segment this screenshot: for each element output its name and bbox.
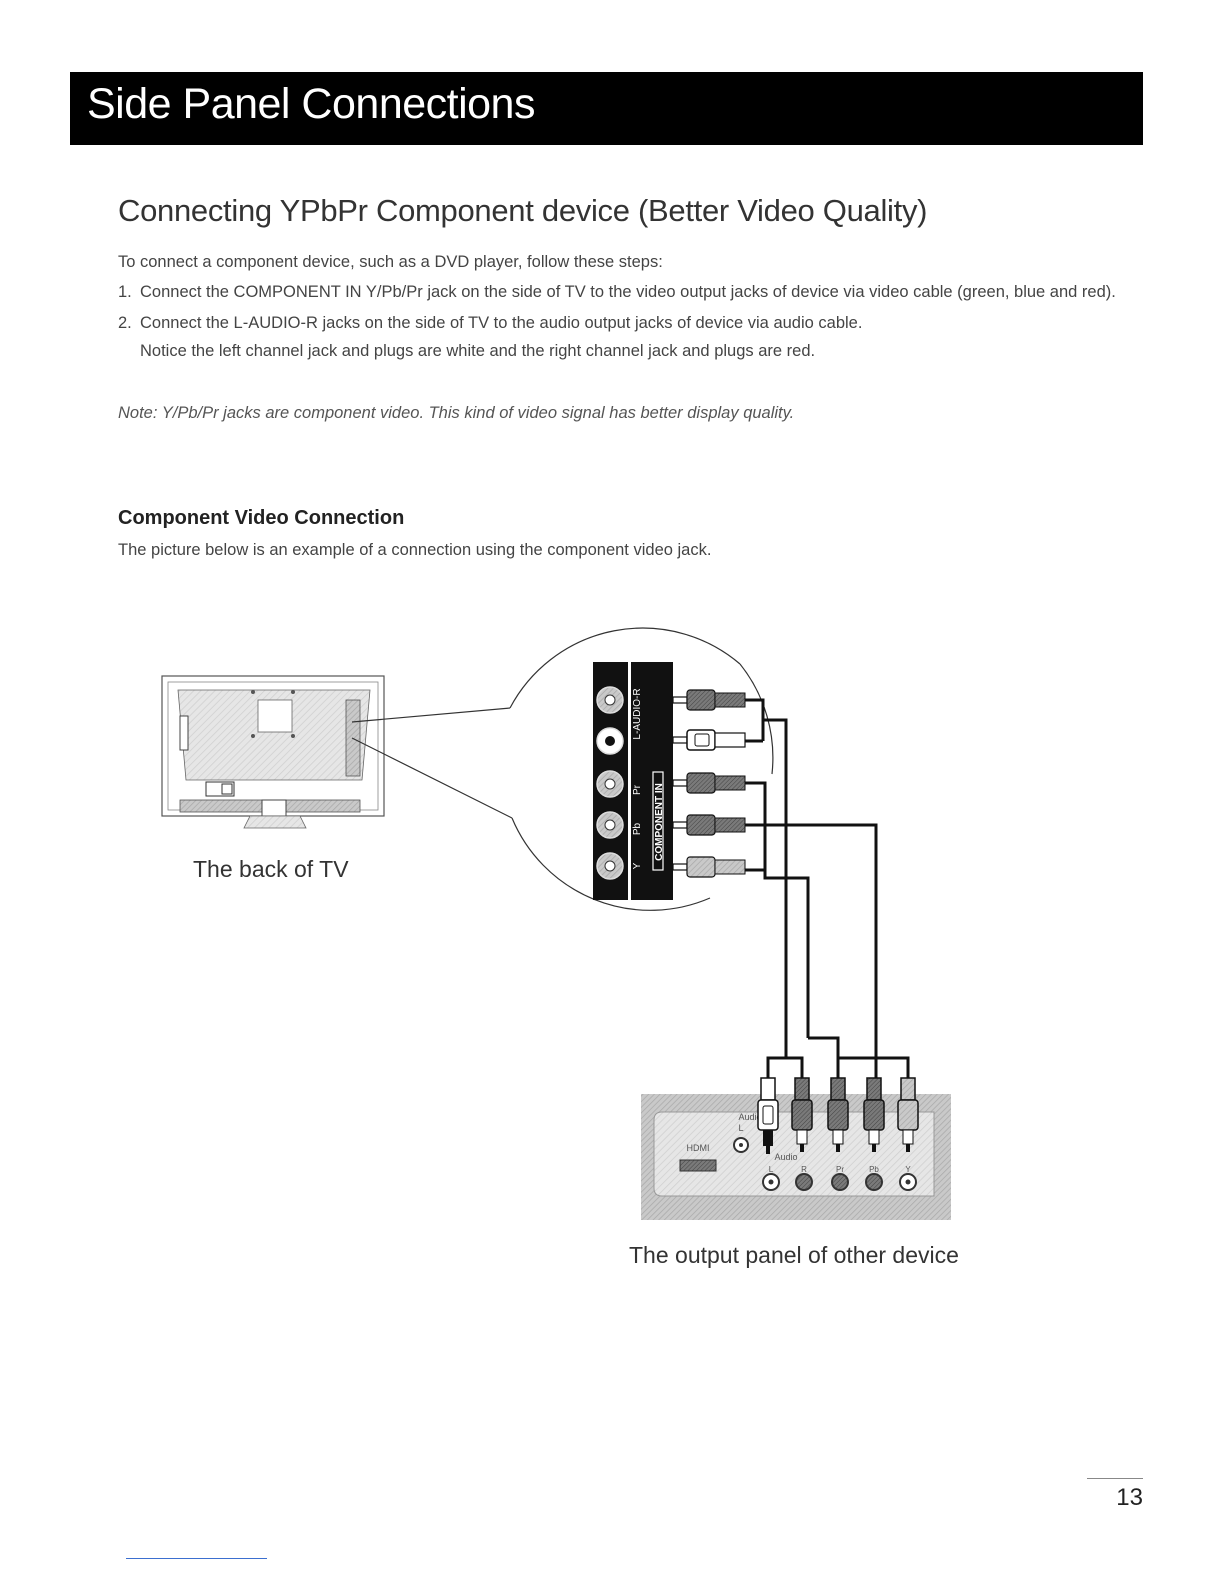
label-component: COMPONENT IN [654, 783, 665, 861]
intro-text: To connect a component device, such as a… [118, 253, 663, 271]
audio-top-label: Audio [738, 1112, 761, 1122]
side-jack-panel: L-AUDIO-R Pr Pb Y COMPONENT IN [593, 662, 673, 900]
hdmi-label: HDMI [687, 1143, 710, 1153]
step-1: 1. Connect the COMPONENT IN Y/Pb/Pr jack… [118, 278, 1118, 306]
step-number: 2. [118, 314, 132, 332]
note-text: Note: Y/Pb/Pr jacks are component video.… [118, 404, 795, 422]
device-caption: The output panel of other device [629, 1242, 959, 1268]
label-y: Y [632, 862, 643, 869]
l-top-label: L [738, 1123, 743, 1133]
audio-bottom-label: Audio [774, 1152, 797, 1162]
subsection-title: Component Video Connection [118, 507, 405, 529]
step-text: Connect the L-AUDIO-R jacks on the side … [140, 314, 863, 332]
page-number-rule [1087, 1478, 1143, 1479]
y-label: Y [905, 1165, 911, 1174]
step-2: 2. Connect the L-AUDIO-R jacks on the si… [118, 309, 1118, 365]
cables [745, 698, 910, 1078]
footer-rule [126, 1558, 267, 1559]
step-text: Connect the COMPONENT IN Y/Pb/Pr jack on… [140, 283, 1116, 301]
steps-list: 1. Connect the COMPONENT IN Y/Pb/Pr jack… [118, 278, 1118, 365]
step-extra-text: Notice the left channel jack and plugs a… [140, 342, 816, 360]
tv-caption: The back of TV [193, 856, 349, 882]
r-label: R [801, 1165, 807, 1174]
label-pr: Pr [632, 784, 643, 795]
step-number: 1. [118, 283, 132, 301]
pb-label: Pb [869, 1165, 879, 1174]
label-pb: Pb [632, 822, 643, 835]
tv-back-illustration [161, 675, 385, 829]
device-plugs [757, 1077, 919, 1154]
side-plugs [672, 689, 746, 878]
label-audio: L-AUDIO-R [632, 688, 643, 739]
page-number: 13 [1116, 1484, 1143, 1511]
l-label: L [769, 1165, 774, 1174]
pr-label: Pr [836, 1165, 844, 1174]
page-title: Side Panel Connections [87, 80, 535, 128]
section-title: Connecting YPbPr Component device (Bette… [118, 193, 928, 228]
subsection-description: The picture below is an example of a con… [118, 541, 712, 559]
header-banner: Side Panel Connections [70, 72, 1143, 145]
